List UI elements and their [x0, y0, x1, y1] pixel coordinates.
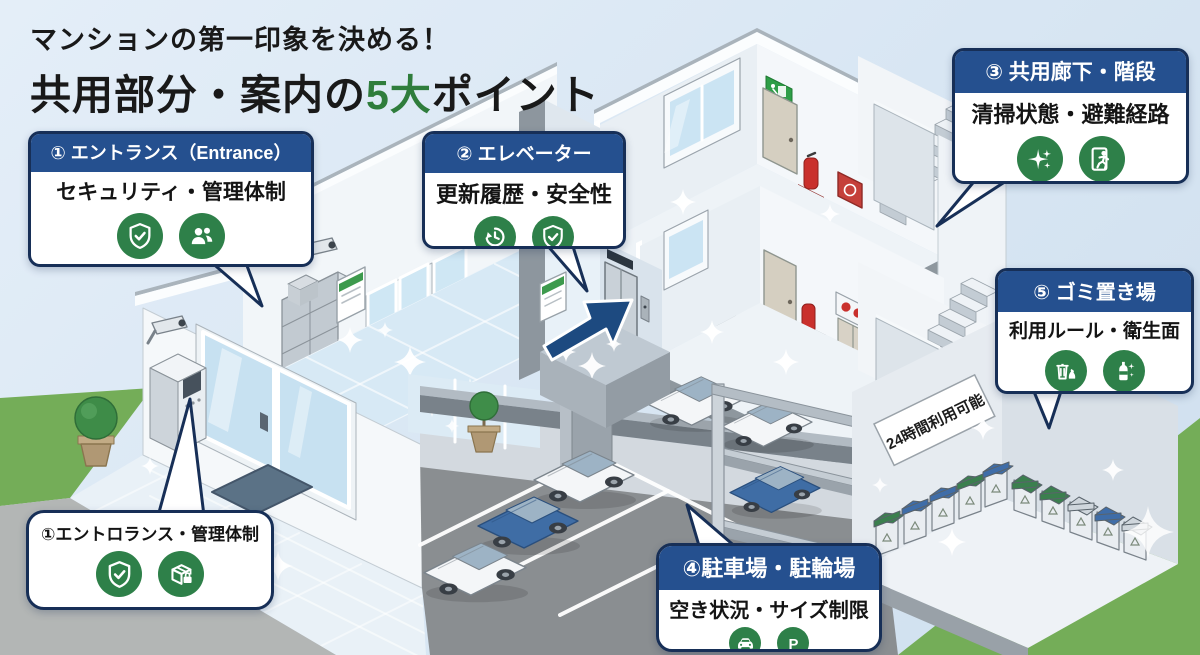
bottle-clean-icon — [1102, 350, 1145, 391]
grass-sparkle — [1122, 506, 1174, 558]
car — [423, 542, 529, 603]
shield-check-icon — [532, 216, 574, 246]
callout-elevator-text: 更新履歴・安全性 — [435, 182, 612, 207]
callout-entrance-note-text: ①エントロランス・管理体制 — [40, 525, 260, 544]
callout-parking-text: 空き状況・サイズ制限 — [669, 600, 869, 622]
callout-parking-header: ④駐車場・駐輪場 — [659, 546, 879, 590]
callout-garbage-header: ⑤ ゴミ置き場 — [998, 271, 1191, 312]
callout-entrance-icons — [35, 213, 307, 259]
trash-bin — [1094, 506, 1126, 551]
sparkle-icon — [1016, 136, 1063, 181]
intercom-kiosk — [149, 353, 207, 453]
callout-entrance-note: ①エントロランス・管理体制 — [26, 510, 274, 610]
elevator-arrow — [542, 298, 634, 362]
window — [663, 209, 709, 291]
trash-bin — [956, 473, 988, 520]
callout-entrance-note-icons — [33, 551, 267, 597]
car — [477, 496, 580, 555]
title-line2: 共用部分・案内の5大ポイント — [30, 61, 600, 121]
shield-check-icon — [96, 551, 142, 597]
callout-corridor-text: 清掃状態・避難経路 — [971, 102, 1170, 127]
potted-plant — [74, 396, 118, 467]
car — [729, 466, 822, 519]
window — [663, 57, 741, 169]
emergency-exit-icon — [1078, 136, 1125, 181]
trash-bin — [1067, 496, 1099, 541]
lobby-notice-board — [336, 266, 366, 324]
fire-hose-cabinet — [837, 171, 863, 209]
topiary-plant — [467, 391, 501, 453]
parcel-box-icon — [158, 551, 204, 597]
car-icon — [729, 627, 761, 649]
trash-bin — [929, 485, 961, 532]
shield-check-icon — [117, 213, 163, 259]
callout-elevator-icons — [429, 216, 619, 246]
apartment-door — [762, 87, 798, 175]
trash-bin — [901, 498, 933, 545]
page-title: マンションの第一印象を決める！ 共用部分・案内の5大ポイント — [30, 18, 600, 121]
callout-entrance: ① エントランス（Entrance） セキュリティ・管理体制 — [28, 131, 314, 267]
trash-bin — [1039, 485, 1071, 530]
callout-corridor: ③ 共用廊下・階段 清掃状態・避難経路 — [952, 48, 1189, 184]
callout-entrance-header: ① エントランス（Entrance） — [31, 134, 311, 172]
trash-room: 24時間利用可能 — [852, 318, 1178, 655]
title-line2-suffix: ポイント — [431, 72, 600, 118]
svg-text:P: P — [788, 636, 798, 652]
history-clock-icon — [474, 216, 516, 246]
trash-bin-icon — [1044, 350, 1087, 391]
title-highlight: 5大 — [366, 72, 432, 118]
callout-parking-icons: P — [663, 627, 875, 652]
trash-bin — [873, 510, 905, 557]
car — [533, 450, 636, 509]
callout-parking: ④駐車場・駐輪場 空き状況・サイズ制限 P — [656, 543, 882, 652]
callout-elevator-header: ② エレベーター — [425, 134, 623, 173]
parking-p-icon: P — [777, 627, 809, 652]
trash-bin — [982, 461, 1014, 508]
staff-icon — [179, 213, 225, 259]
callout-corridor-icons — [959, 136, 1182, 181]
callout-corridor-header: ③ 共用廊下・階段 — [955, 51, 1186, 93]
callout-entrance-text: セキュリティ・管理体制 — [56, 181, 286, 204]
callout-garbage: ⑤ ゴミ置き場 利用ルール・衛生面 — [995, 268, 1194, 394]
security-camera — [146, 315, 188, 345]
title-line1: マンションの第一印象を決める！ — [30, 25, 450, 55]
callout-garbage-text: 利用ルール・衛生面 — [1008, 321, 1180, 342]
callout-garbage-icons — [1002, 350, 1187, 391]
title-line2-prefix: 共用部分・案内の — [30, 72, 366, 118]
callout-elevator: ② エレベーター 更新履歴・安全性 — [422, 131, 626, 249]
trash-bin — [1011, 474, 1043, 519]
